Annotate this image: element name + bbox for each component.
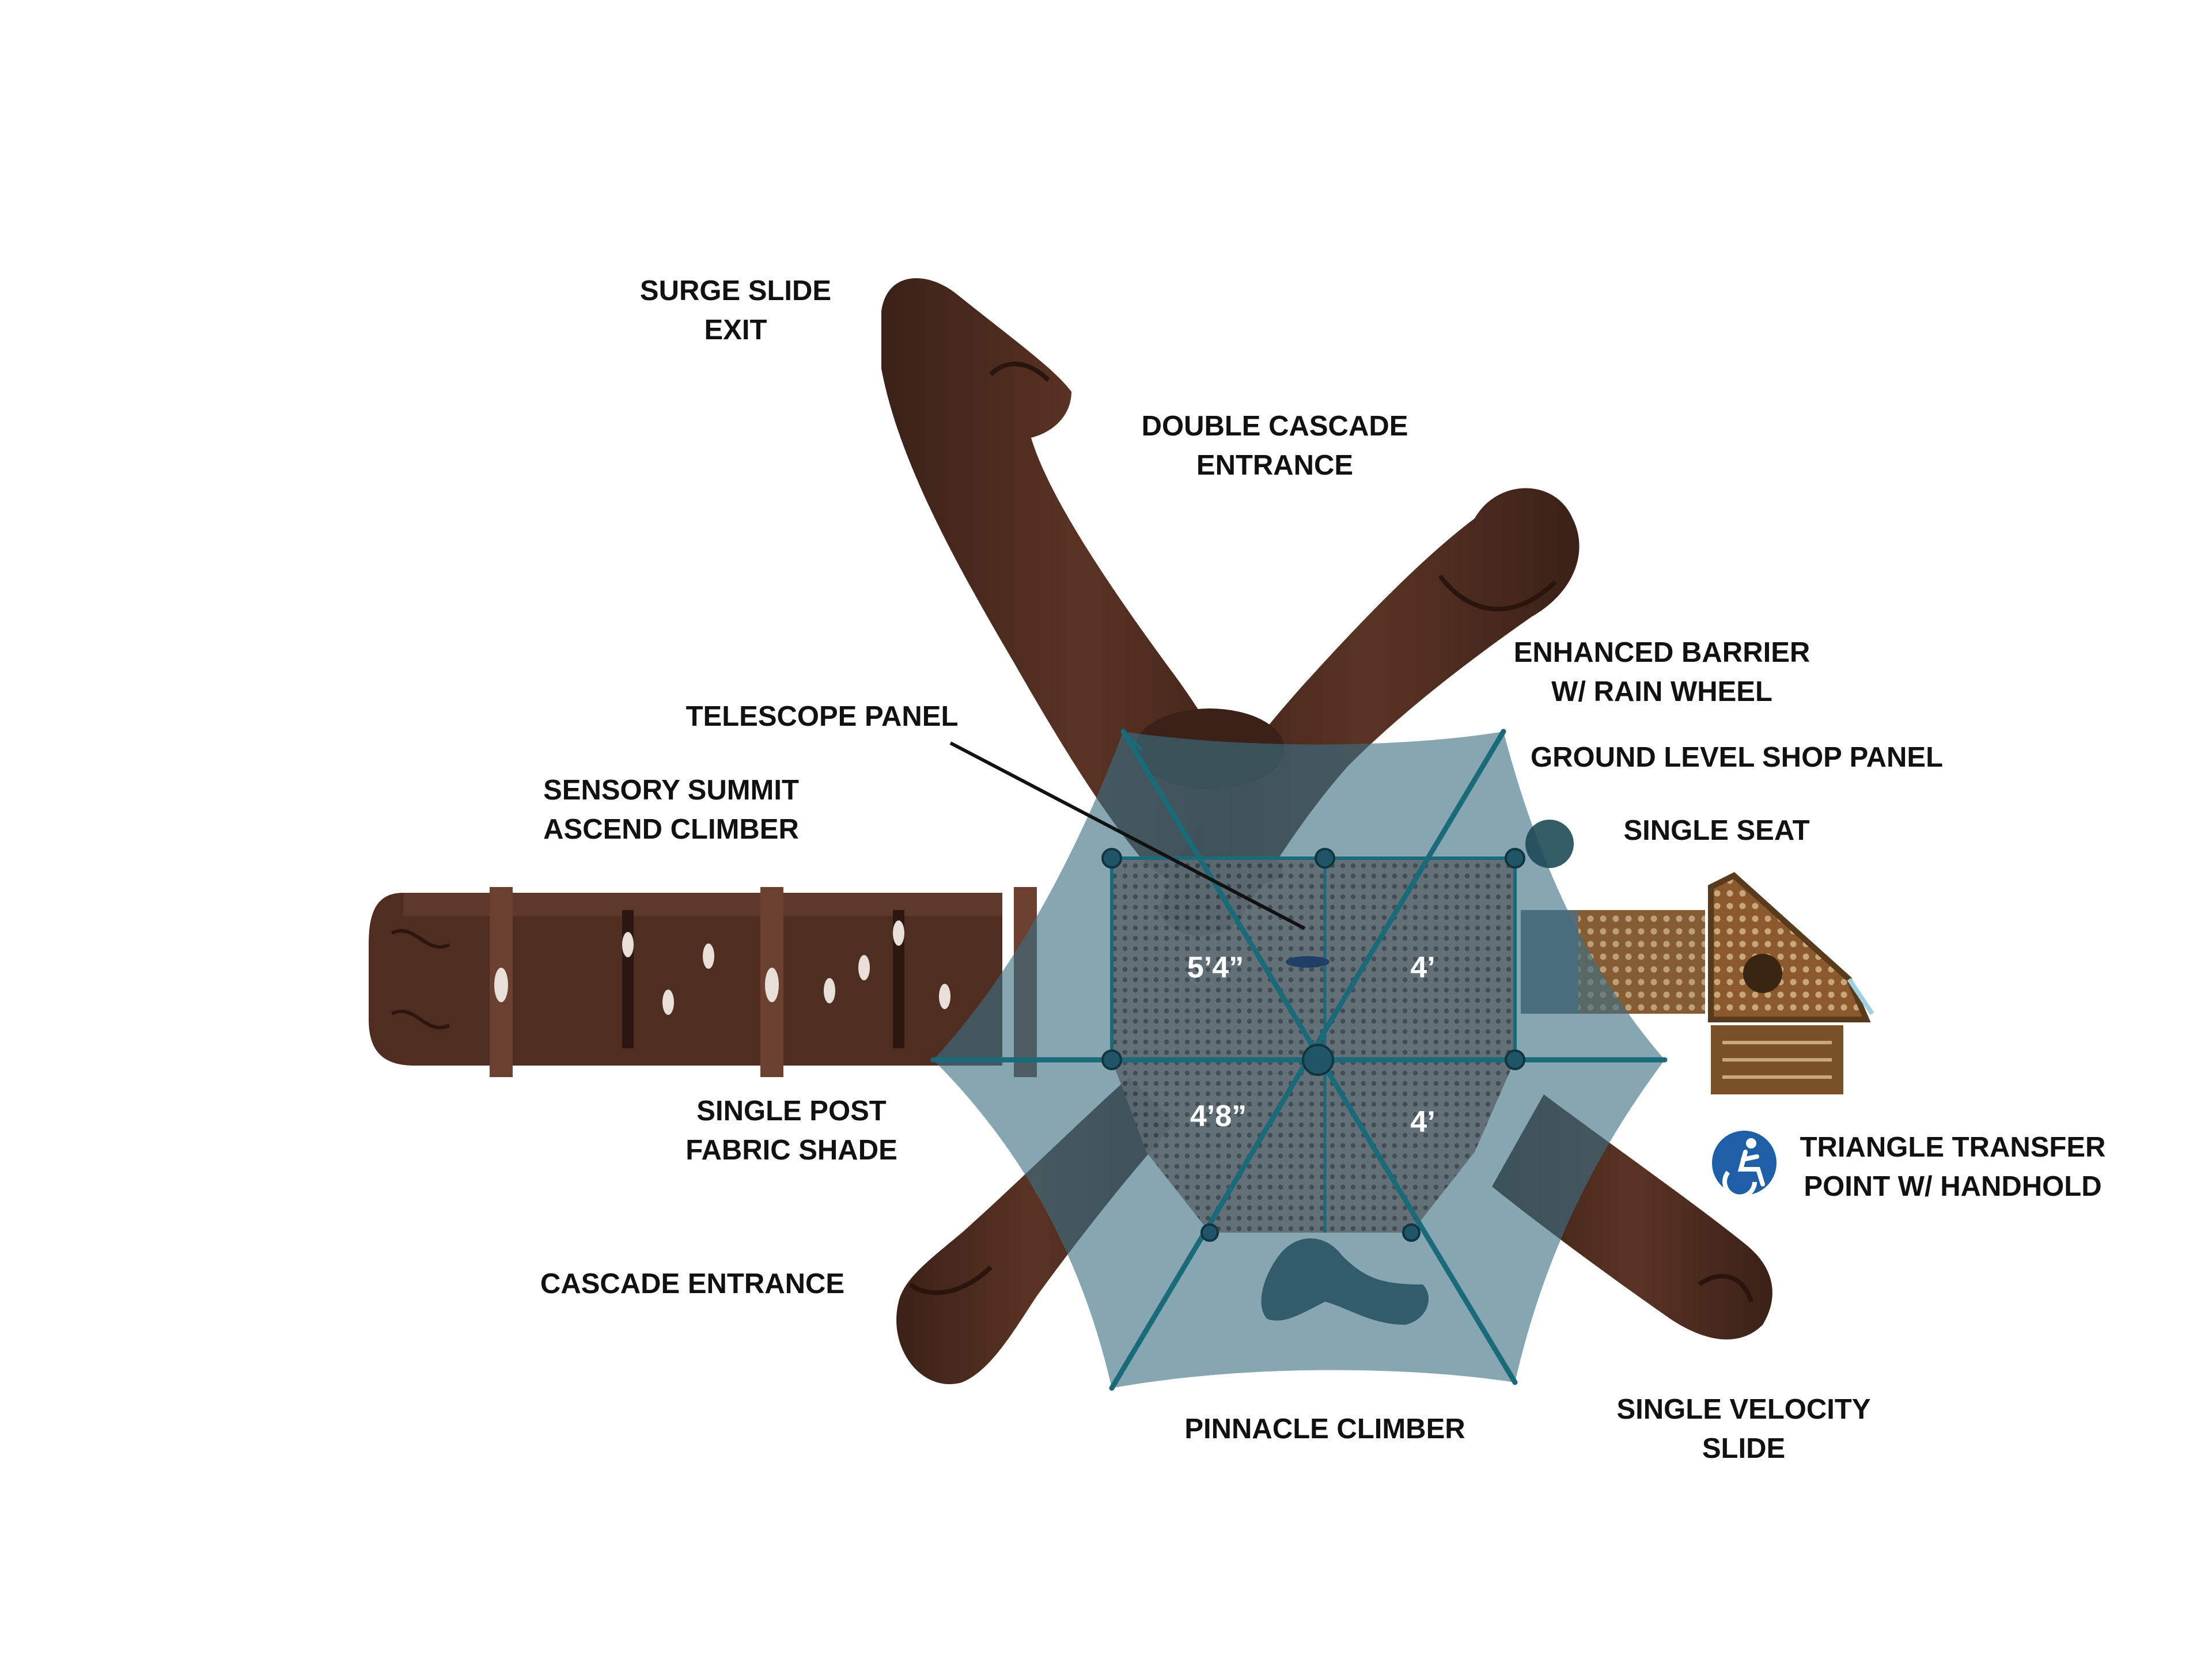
sensory-summit-climber bbox=[369, 887, 1037, 1077]
label-pinnacle-climber: PINNACLE CLIMBER bbox=[1184, 1413, 1465, 1445]
telescope-panel bbox=[1286, 956, 1330, 968]
label-ground-level-shop-panel: GROUND LEVEL SHOP PANEL bbox=[1530, 742, 1944, 773]
single-seat bbox=[1525, 820, 1574, 868]
deck-height-nw: 5’4” bbox=[1187, 951, 1244, 984]
deck-height-se: 4’ bbox=[1410, 1105, 1435, 1139]
posts bbox=[1101, 848, 1525, 1242]
telescope-leader-line bbox=[949, 741, 1306, 930]
deck-height-sw: 4’8” bbox=[1190, 1100, 1247, 1133]
deck-height-ne: 4’ bbox=[1410, 951, 1435, 984]
deck-frame bbox=[1110, 856, 1517, 1233]
label-cascade-entrance: CASCADE ENTRANCE bbox=[540, 1268, 845, 1299]
label-single-seat: SINGLE SEAT bbox=[1623, 815, 1810, 846]
accessibility-icon bbox=[1712, 1131, 1777, 1199]
label-telescope-panel: TELESCOPE PANEL bbox=[685, 701, 959, 732]
transfer-platform bbox=[1521, 872, 1874, 1094]
